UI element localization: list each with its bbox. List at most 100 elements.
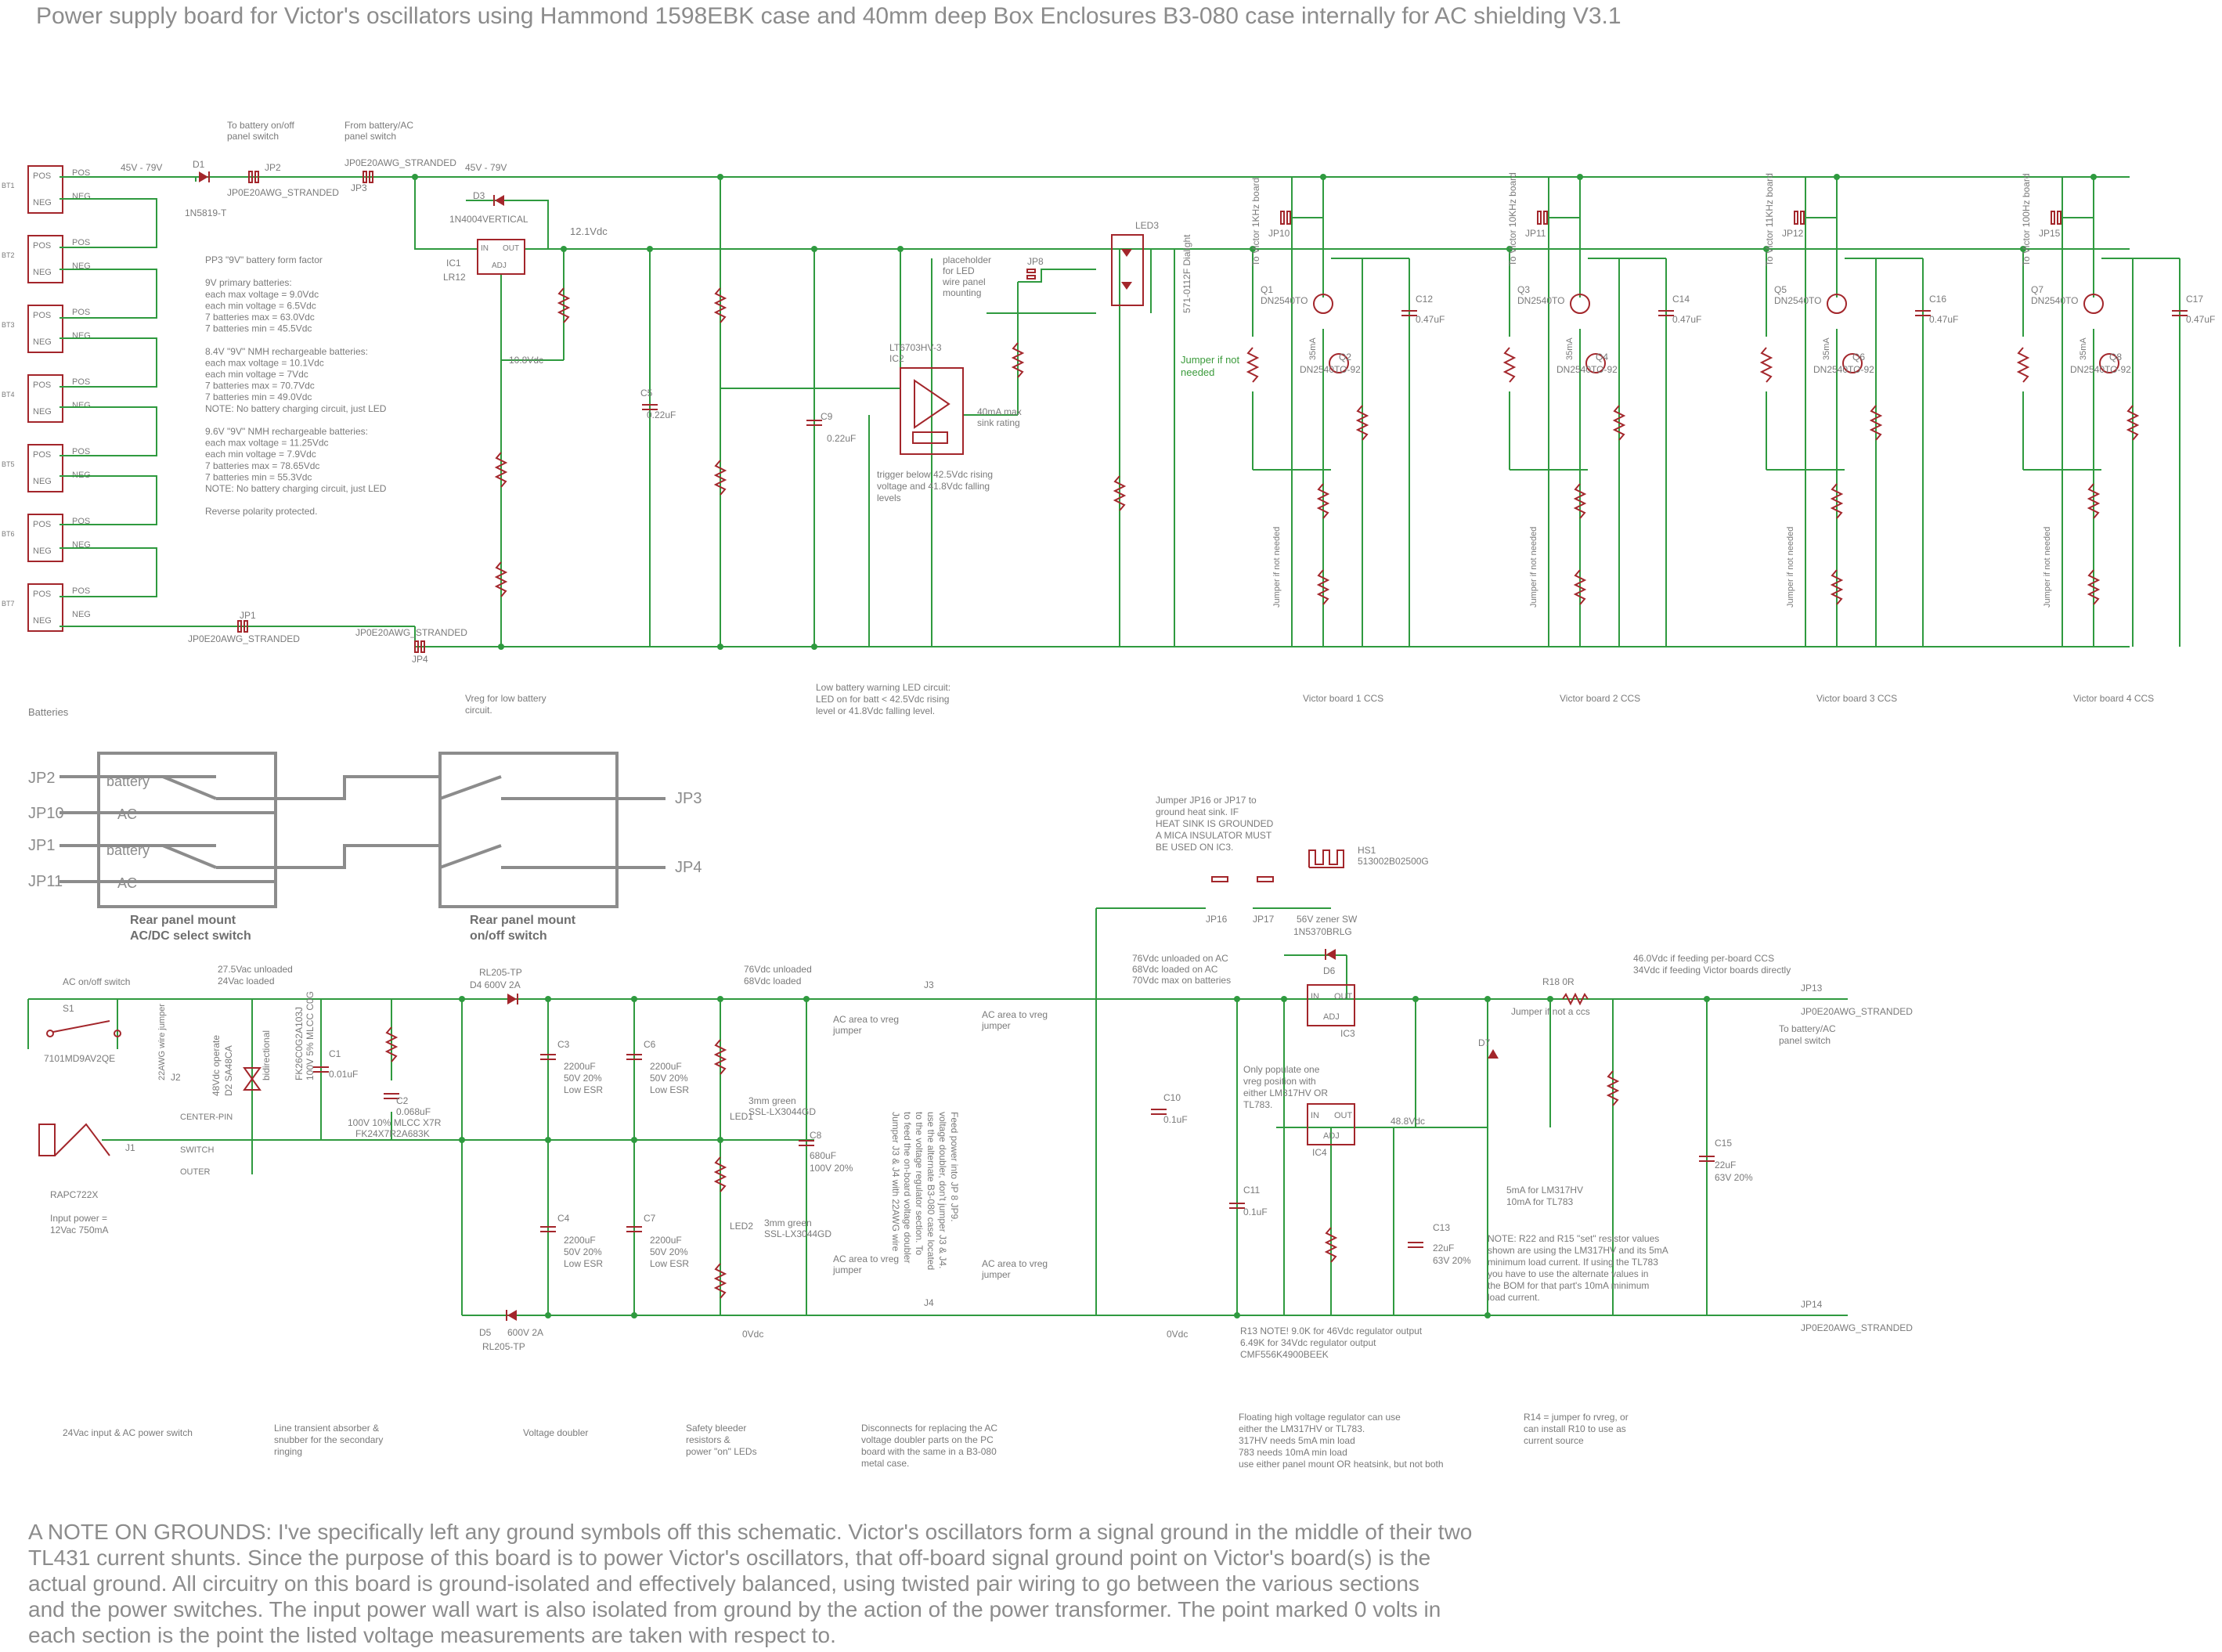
svg-text:0.068uF: 0.068uF [396,1106,431,1117]
capacitor-c8 [799,1140,814,1146]
caption-bleed: Safety bleeder [686,1423,746,1434]
svg-text:68Vdc loaded: 68Vdc loaded [744,976,801,987]
board-qb-part: DN2540TO-92 [1556,364,1618,375]
svg-text:JP0E20AWG_STRANDED: JP0E20AWG_STRANDED [1801,1322,1913,1333]
battery-pos-label: POS [33,450,51,460]
ground-note-line: and the power switches. The input power … [28,1597,1441,1621]
caption-24v: 24Vac input & AC power switch [63,1427,193,1438]
resistor-r17 [1502,347,1517,383]
cap-voltage: 50V 20% [650,1073,688,1084]
transistor-q7 [2083,294,2104,314]
svg-text:40mA max: 40mA max [977,406,1022,417]
svg-text:C8: C8 [810,1130,822,1141]
jumper-jp15[interactable] [2051,211,2055,225]
cap-ref: C4 [557,1213,570,1224]
resistor-r29 [2087,483,2101,519]
capacitor-c16 [1915,310,1931,316]
jumper-jp4[interactable] [414,640,425,653]
resistor-r12 [1246,347,1260,383]
board-qb-part: DN2540TO-92 [2070,364,2131,375]
svg-text:68Vdc loaded on AC: 68Vdc loaded on AC [1132,964,1218,975]
jumper-jp12[interactable] [1794,211,1798,225]
board-cap-value: 0.47uF [1416,314,1445,325]
svg-text:IC4: IC4 [1312,1147,1327,1158]
svg-text:CENTER-PIN: CENTER-PIN [180,1113,233,1122]
svg-text:battery: battery [106,842,150,858]
svg-text:JP16: JP16 [1206,914,1228,925]
caption-snub: ringing [274,1446,302,1457]
capacitor-c17 [2172,310,2188,316]
battery-info-line: each max voltage = 10.1Vdc [205,357,324,368]
svg-text:JP0E20AWG_STRANDED: JP0E20AWG_STRANDED [355,627,467,638]
cap-voltage: 50V 20% [650,1246,688,1257]
capacitor-c4 [540,1226,556,1232]
svg-text:56V zener SW: 56V zener SW [1297,914,1358,925]
svg-text:mounting: mounting [943,287,981,298]
svg-text:C1: C1 [329,1048,341,1059]
svg-text:Vreg for low battery: Vreg for low battery [465,693,546,704]
svg-text:0.1uF: 0.1uF [1163,1114,1188,1125]
svg-text:70Vdc max on batteries: 70Vdc max on batteries [1132,975,1231,986]
svg-text:C2: C2 [396,1095,409,1106]
battery-neg-label: NEG [33,477,52,486]
battery-pos-label: POS [33,520,51,529]
diode-d1 [199,171,210,182]
board-caption: Victor board 4 CCS [2073,693,2154,704]
resistor-r10 [1011,342,1025,378]
jumper-jp1[interactable] [237,620,248,633]
svg-text:571-0112F Dialight: 571-0112F Dialight [1181,234,1192,313]
svg-text:you have to use the alternate: you have to use the alternate values in [1488,1268,1648,1279]
svg-text:Rear panel mount: Rear panel mount [130,914,236,927]
cap-ref: C7 [644,1213,656,1224]
svg-text:J4: J4 [924,1297,934,1308]
svg-text:D6: D6 [1323,965,1336,976]
battery-pos-label: POS [33,381,51,390]
regulator-ic1: IN OUT ADJ [477,239,525,275]
svg-text:1N5370BRLG: 1N5370BRLG [1293,926,1352,937]
board-cap-ref: C14 [1672,294,1690,305]
resistor-r7 [713,1039,727,1075]
svg-text:D3: D3 [473,190,485,201]
svg-text:IN: IN [481,244,489,253]
battery-neg-net: NEG [72,401,91,410]
lower-resistors [384,1026,1620,1299]
jumper-jp8[interactable] [1026,269,1036,280]
battery-pos-label: POS [33,311,51,320]
svg-text:RL205-TP: RL205-TP [482,1341,525,1352]
battery-info-line: each min voltage = 7.9Vdc [205,449,316,460]
board-qa-ref: Q7 [2031,284,2043,295]
board-jumper-note: Jumper if not needed [1529,527,1538,608]
batteries-caption: Batteries [28,706,69,718]
svg-text:J1: J1 [125,1142,135,1153]
comparator-ic2 [900,367,964,455]
resistor-r2 [494,452,508,488]
switch-label-jp4: JP4 [675,859,702,876]
svg-text:jumper: jumper [981,1020,1011,1031]
caption-snub: Line transient absorber & [274,1423,379,1434]
caption-vd: Voltage doubler [523,1427,588,1438]
board-ma: 35mA [1822,337,1831,360]
svg-text:0.22uF: 0.22uF [827,433,856,444]
svg-text:NOTE: R22 and R15 "set" resist: NOTE: R22 and R15 "set" resistor values [1488,1233,1659,1244]
schematic-title: Power supply board for Victor's oscillat… [36,3,1621,29]
svg-text:D4 600V 2A: D4 600V 2A [470,979,521,990]
board-jumper-note: Jumper if not needed [1786,527,1795,608]
battery-neg-label: NEG [33,268,52,277]
top-capacitors [642,404,822,426]
svg-text:22AWG wire jumper: 22AWG wire jumper [157,1004,167,1080]
svg-text:either LM317HV OR: either LM317HV OR [1243,1088,1328,1098]
jumper-jp2[interactable] [248,171,259,183]
jumper-jp11[interactable] [1537,211,1542,225]
caption-snub: snubber for the secondary [274,1434,383,1445]
jumper-jp10[interactable] [1280,211,1285,225]
lower-labels: AC on/off switch S1 7101MD9AV2QE J2 J1 R… [44,795,1913,1360]
switch-label-jp1: JP1 [28,837,55,854]
capacitor-c14 [1658,310,1674,316]
svg-text:3mm green: 3mm green [748,1095,796,1106]
svg-text:LED3: LED3 [1135,220,1159,231]
jumper-jp3[interactable] [363,171,373,183]
battery-info-line: 9V primary batteries: [205,277,292,288]
svg-text:JP1: JP1 [240,610,256,621]
svg-text:C9: C9 [821,411,833,422]
